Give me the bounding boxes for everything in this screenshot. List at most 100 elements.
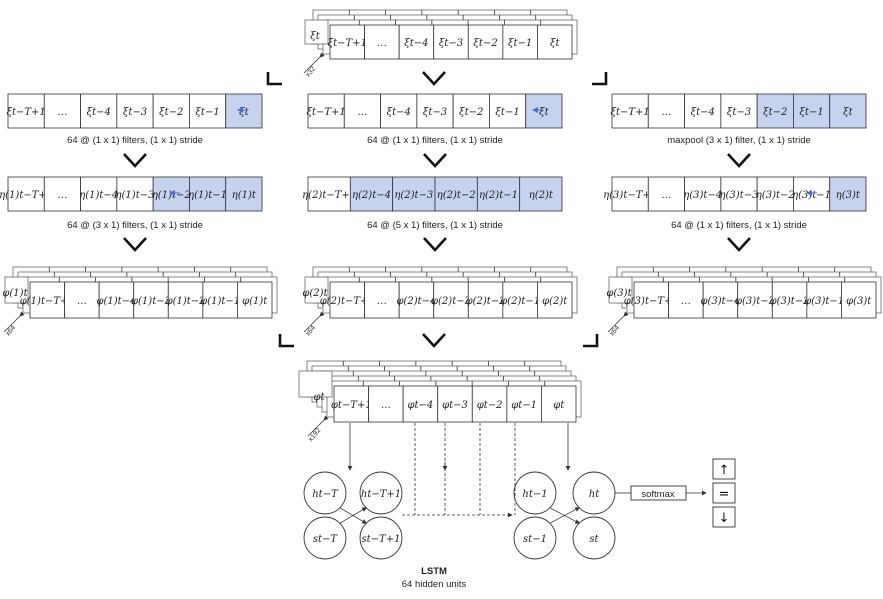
branch1-conv2-cell-label: η(1)t: [232, 190, 257, 201]
concat-cell: [437, 385, 473, 423]
input-depth-arrow: [303, 52, 325, 74]
branch1-output-side: [4, 276, 29, 304]
softmax-label: softmax: [641, 489, 675, 500]
output-class-label: ↓: [719, 511, 730, 526]
lstm-state-node: [513, 516, 557, 560]
input-cell: [398, 24, 435, 60]
branch1-conv1-cell: [189, 93, 227, 129]
branch2-conv2-cell: [434, 176, 478, 212]
branch2-conv1-cell: [416, 93, 454, 129]
branch1-output-cell-label: φ(1)t−4: [96, 296, 136, 307]
branch3-conv2-cell: [829, 176, 867, 212]
branch3-conv2-cell-label: η(3)t−3: [720, 190, 759, 201]
branch2-conv1-cell: [525, 93, 563, 129]
corner-right-icon: [592, 72, 608, 86]
branch2-conv2-cell-label: η(2)t−2: [437, 190, 476, 201]
branch3-conv2-cell: [720, 176, 758, 212]
lstm-subtitle: 64 hidden units: [402, 579, 467, 590]
branch1-conv1-cell-label: ξt−1: [195, 107, 219, 118]
lstm-state-label: st−T+1: [362, 534, 401, 545]
lstm-state-label: st−T: [313, 534, 339, 545]
branch3-output-cell-label: φ(3)t−T+1: [624, 296, 679, 307]
branch2-conv1-cell-label: ξt−1: [495, 107, 519, 118]
concat-cell-label: φt−2: [477, 400, 503, 411]
branch2-conv1-cell-label: ξt: [539, 107, 550, 118]
branch3-output-cell: [702, 281, 739, 319]
branch2-conv2-cell-label: η(2)t−3: [394, 190, 433, 201]
branch1-conv1-cell: [116, 93, 154, 129]
branch3-conv2-cell-label: η(3)t−T+1: [603, 190, 657, 201]
branch1-conv2-cell-label: η(1)t−2: [152, 190, 191, 201]
concat-cell: [368, 385, 404, 423]
down-chevron-icon: [423, 237, 447, 252]
concat-cell-label: φt−3: [442, 400, 468, 411]
branch1-conv2-caption: 64 @ (3 x 1) filters, (1 x 1) stride: [67, 220, 203, 231]
branch2-conv1-cell-label: ξt−3: [423, 107, 447, 118]
branch2-output-depth-arrow: [303, 311, 325, 333]
branch3-conv1-cell: [611, 93, 649, 129]
input-depth-label: x32: [305, 65, 318, 78]
branch2-conv2-cell-label: η(2)t−T+1: [302, 190, 356, 201]
branch3-conv2-cell-label: …: [661, 190, 671, 201]
branch3-output-cell-label: …: [681, 296, 691, 307]
branch3-conv1-cell-label: ξt: [843, 107, 854, 118]
branch1-conv1-cell-label: ξt−3: [123, 107, 147, 118]
branch1-output-cell-label: φ(1)t−T+1: [20, 296, 75, 307]
branch2-conv2-cell-label: η(2)t−1: [479, 190, 518, 201]
concat-cell: [506, 385, 542, 423]
branch2-conv2-caption: 64 @ (5 x 1) filters, (1 x 1) stride: [367, 220, 503, 231]
branch1-conv1-cell: [152, 93, 190, 129]
branch3-output-cell-label: φ(3)t−3: [735, 296, 775, 307]
input-side: [304, 19, 329, 45]
lstm-hidden-label: ht−T+1: [361, 489, 401, 500]
branch2-output-cell-label: φ(2)t−4: [396, 296, 436, 307]
input-cell-label: ξt−3: [439, 38, 463, 49]
branch3-conv2-cell: [647, 176, 685, 212]
corner-left-icon: [278, 334, 294, 348]
input-cell-label: ξt−1: [508, 38, 532, 49]
branch1-output-cell: [98, 281, 135, 319]
branch3-conv2-cell: [756, 176, 794, 212]
branch3-conv2-cell-label: η(3)t−1: [792, 190, 831, 201]
input-cell-label: …: [377, 38, 387, 49]
branch1-output-back-label: φ(1)t: [2, 288, 28, 299]
output-class-label: ↑: [719, 463, 730, 478]
branch3-conv1-cell: [720, 93, 758, 129]
branch3-output-cell-label: φ(3)t−4: [700, 296, 740, 307]
branch3-conv1-cell-label: ξt−4: [691, 107, 715, 118]
branch2-output-cell-label: φ(2)t−2: [466, 296, 506, 307]
input-cell: [537, 24, 573, 60]
branch1-conv2-cell: [189, 176, 227, 212]
lstm-state-label: st−1: [523, 534, 547, 545]
branch3-conv1-caption: maxpool (3 x 1) filter, (1 x 1) stride: [667, 135, 811, 146]
branch3-conv2-cell-label: η(3)t: [836, 190, 861, 201]
branch2-conv2-cell-label: η(2)t−4: [352, 190, 391, 201]
output-class-box: [712, 482, 736, 504]
branch1-output-cell-label: φ(1)t−2: [166, 296, 206, 307]
output-class-box: [712, 458, 736, 480]
down-chevron-icon: [727, 237, 751, 252]
down-chevron-icon: [727, 153, 751, 168]
input-back-label: ξt: [310, 31, 321, 42]
branch3-conv2-cell-label: η(3)t−2: [756, 190, 795, 201]
branch2-output-cell-label: φ(2)t−T+1: [320, 296, 375, 307]
lstm-state-node: [303, 516, 347, 560]
branch2-output-cell-label: φ(2)t−1: [500, 296, 540, 307]
branch2-output-cell-label: …: [377, 296, 387, 307]
concat-depth-arrow: [307, 415, 329, 437]
branch3-conv1-cell: [647, 93, 685, 129]
branch3-conv1-cell-label: ξt−2: [763, 107, 787, 118]
branch3-output-cell: [633, 281, 669, 319]
lstm-state-node: [572, 516, 616, 560]
branch1-conv1-cell-label: ξt: [239, 107, 250, 118]
down-chevron-icon: [123, 237, 147, 252]
lstm-link: [549, 507, 581, 524]
branch2-conv2-cell-label: η(2)t: [529, 190, 554, 201]
branch3-output-cell: [841, 281, 877, 319]
branch2-conv1-cell-label: ξt−T+1: [306, 107, 345, 118]
branch1-conv2-cell-label: …: [57, 190, 67, 201]
input-cell: [467, 24, 504, 60]
branch1-conv2-cell: [116, 176, 154, 212]
branch1-conv1-caption: 64 @ (1 x 1) filters, (1 x 1) stride: [67, 135, 203, 146]
branch1-conv2-cell-label: η(1)t−4: [79, 190, 118, 201]
